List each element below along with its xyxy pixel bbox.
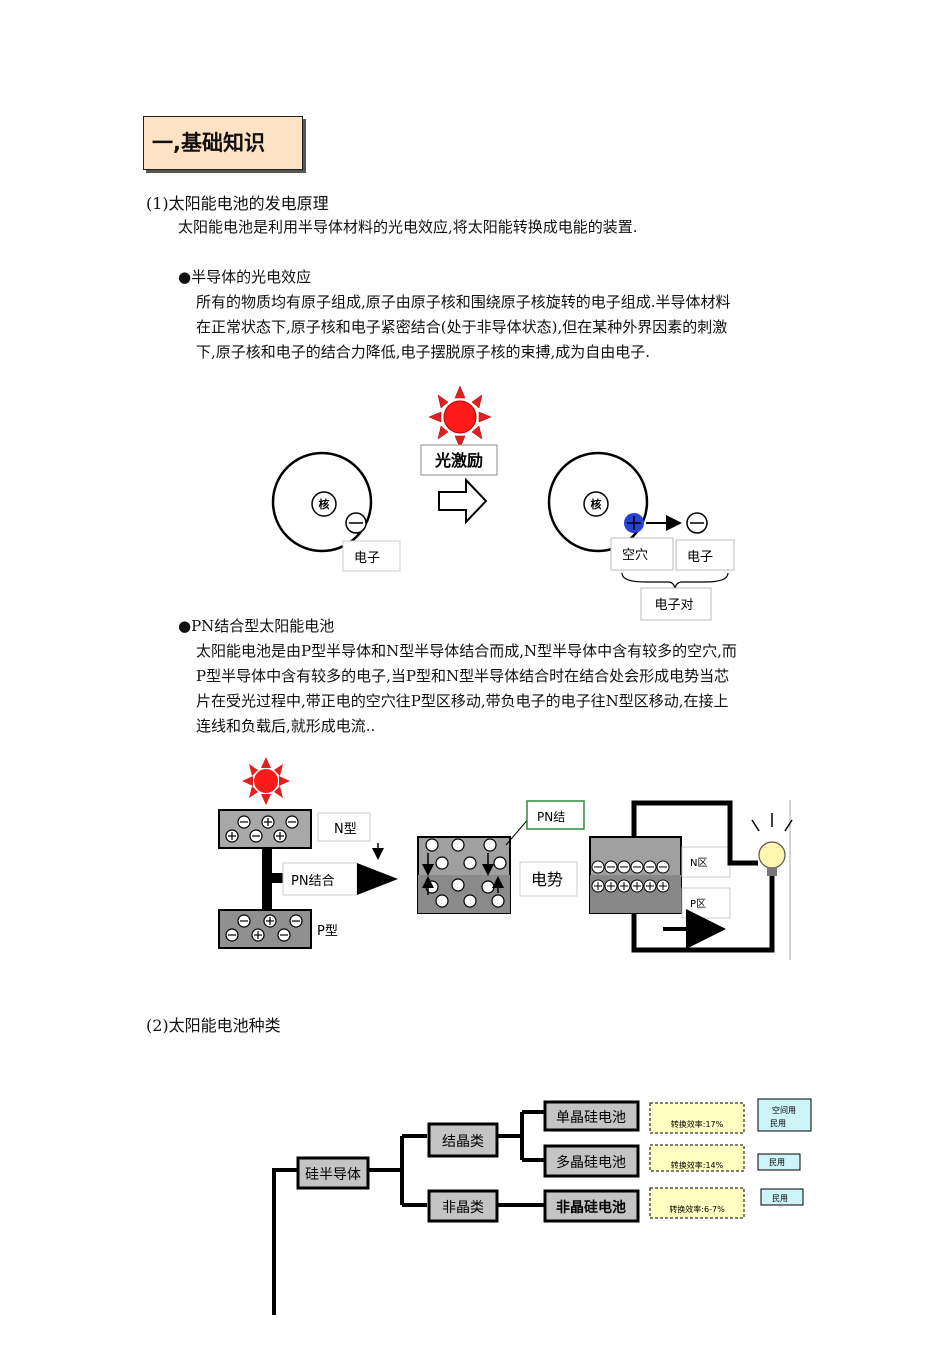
light-excitation-box [420,444,498,476]
node-mono-label: 单晶硅电池 [556,1110,626,1126]
bullet1-line-1: 所有的物质均有原子组成,原子由原子核和围绕原子核旋转的电子组成.半导体材料 [196,293,731,311]
node-amorphous-silicon [543,1189,640,1223]
pn-junction-label: PN结合 [291,874,335,889]
bullet2-line-1: 太阳能电池是由P型半导体和N型半导体结合而成,N型半导体中含有较多的空穴,而 [196,642,737,660]
electron-right-label: 电子 [687,550,713,565]
efficiency-amorph-box [649,1187,745,1219]
section-title: 一,基础知识 [152,131,265,155]
section1-heading: (1)太阳能电池的发电原理 [146,194,329,213]
nucleus-left [311,491,337,517]
section1-intro: 太阳能电池是利用半导体材料的光电效应,将太阳能转换成电能的装置. [178,218,638,236]
node-root-label: 硅半导体 [305,1167,361,1183]
sun-icon [428,385,492,449]
node-mono-silicon [543,1100,640,1132]
excitation-arrow-icon [438,477,488,525]
nucleus-right-label: 核 [591,497,602,511]
pn-knot-box [526,800,585,830]
photoelectric-diagram: 光激励 核 电子 核 空穴 电子 电子对 [271,385,735,621]
pn-arrow-icon [357,863,398,895]
tree-connectors [272,1110,545,1315]
hole-label-box [610,537,674,571]
node-crystalline [427,1122,499,1158]
circuit-wires [631,800,775,953]
bullet1-line-2: 在正常状态下,原子核和电子紧密结合(处于非导体状态),但在某种外界因素的刺激 [196,318,728,336]
nucleus-right [583,491,609,517]
node-amorph-cell-label: 非晶硅电池 [556,1199,626,1216]
node-amorphous-label: 非晶类 [442,1200,484,1216]
hole-label: 空穴 [622,548,648,563]
section2-heading: (2)太阳能电池种类 [146,1016,281,1035]
use-mono-line2: 民用 [770,1119,786,1128]
pn-junction-diagram: N型 PN结合 P型 PN结 电势 [218,757,793,960]
node-poly-label: 多晶硅电池 [556,1154,626,1171]
efficiency-poly: 转换效率:14% [671,1160,724,1170]
efficiency-mono-box [649,1102,745,1134]
junction-charges [425,838,507,908]
use-mono-line1: 空间用 [772,1105,796,1115]
efficiency-amorph: 转换效率:6-7% [669,1204,725,1214]
node-crystal-label: 结晶类 [442,1134,484,1150]
nucleus-left-label: 核 [319,497,330,511]
light-bulb-icon [751,813,793,876]
electron-pair-brace [621,572,729,590]
bullet1-line-3: 下,原子核和电子的结合力降低,电子摆脱原子核的束搏,成为自由电子. [196,343,651,361]
solar-cell-types-tree: 硅半导体 结晶类 非晶类 单晶硅电池 多晶硅电池 非晶硅电池 转换效率:17% … [272,1098,812,1315]
potential-label: 电势 [531,870,563,889]
n-type-label: N型 [334,822,357,837]
cell-charges [591,860,670,893]
efficiency-mono: 转换效率:17% [671,1119,724,1129]
electron-pair-label: 电子对 [654,598,693,613]
node-silicon-semiconductor [296,1156,370,1190]
p-type-label: P型 [317,924,338,939]
section-title-box: 一,基础知识 [143,116,303,170]
electron-left-label: 电子 [354,551,380,566]
use-poly: 民用 [769,1158,785,1167]
use-amorph: 民用 [772,1194,788,1203]
pn-knot-label: PN结 [537,810,565,824]
bullet2-line-2: P型半导体中含有较多的电子,当P型和N型半导体结合时在结合处会形成电势当芯 [196,667,730,685]
node-poly-silicon [543,1144,640,1178]
bullet1-title: ●半导体的光电效应 [178,268,312,286]
node-amorphous [427,1189,499,1223]
bullet2-title: ●PN结合型太阳能电池 [178,617,335,635]
use-mono-box [757,1098,812,1132]
use-amorph-box [760,1188,804,1206]
light-excitation-label: 光激励 [434,451,483,470]
electron-label-box [342,540,401,572]
p-zone-label: P区 [690,898,706,910]
sun-icon [242,757,290,805]
use-poly-box [757,1153,801,1171]
efficiency-poly-box [649,1144,745,1172]
bullet2-line-4: 连线和负载后,就形成电流.. [196,717,376,735]
n-zone-label: N区 [690,857,707,869]
electron-right-box [675,539,735,571]
electron-pair-box [640,587,712,621]
bullet2-line-3: 片在受光过程中,带正电的空穴往P型区移动,带负电子的电子往N型区移动,在接上 [196,692,729,710]
